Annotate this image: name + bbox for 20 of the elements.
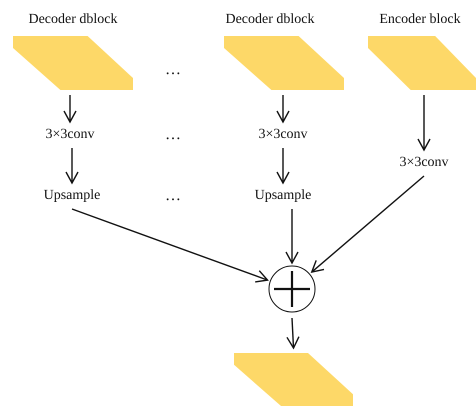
arrow [285, 209, 299, 264]
block-heading: Encoder block [379, 12, 461, 28]
arrow [65, 148, 79, 184]
arrow [417, 95, 431, 151]
ellipsis: … [165, 127, 181, 143]
step-label: 3×3conv [399, 155, 449, 171]
step-label: Upsample [44, 188, 100, 204]
arrow [276, 95, 290, 123]
arrow [276, 148, 290, 184]
arrow [63, 95, 77, 123]
arrow [286, 318, 300, 349]
ellipsis: … [165, 62, 181, 78]
arrow [72, 208, 268, 283]
step-label: Upsample [254, 188, 312, 204]
block-heading: Decoder dblock [225, 12, 315, 28]
ellipsis: … [165, 188, 181, 204]
step-label: 3×3conv [258, 127, 308, 143]
arrow [311, 175, 424, 273]
step-label: 3×3conv [45, 127, 95, 143]
block-heading: Decoder dblock [28, 12, 118, 28]
